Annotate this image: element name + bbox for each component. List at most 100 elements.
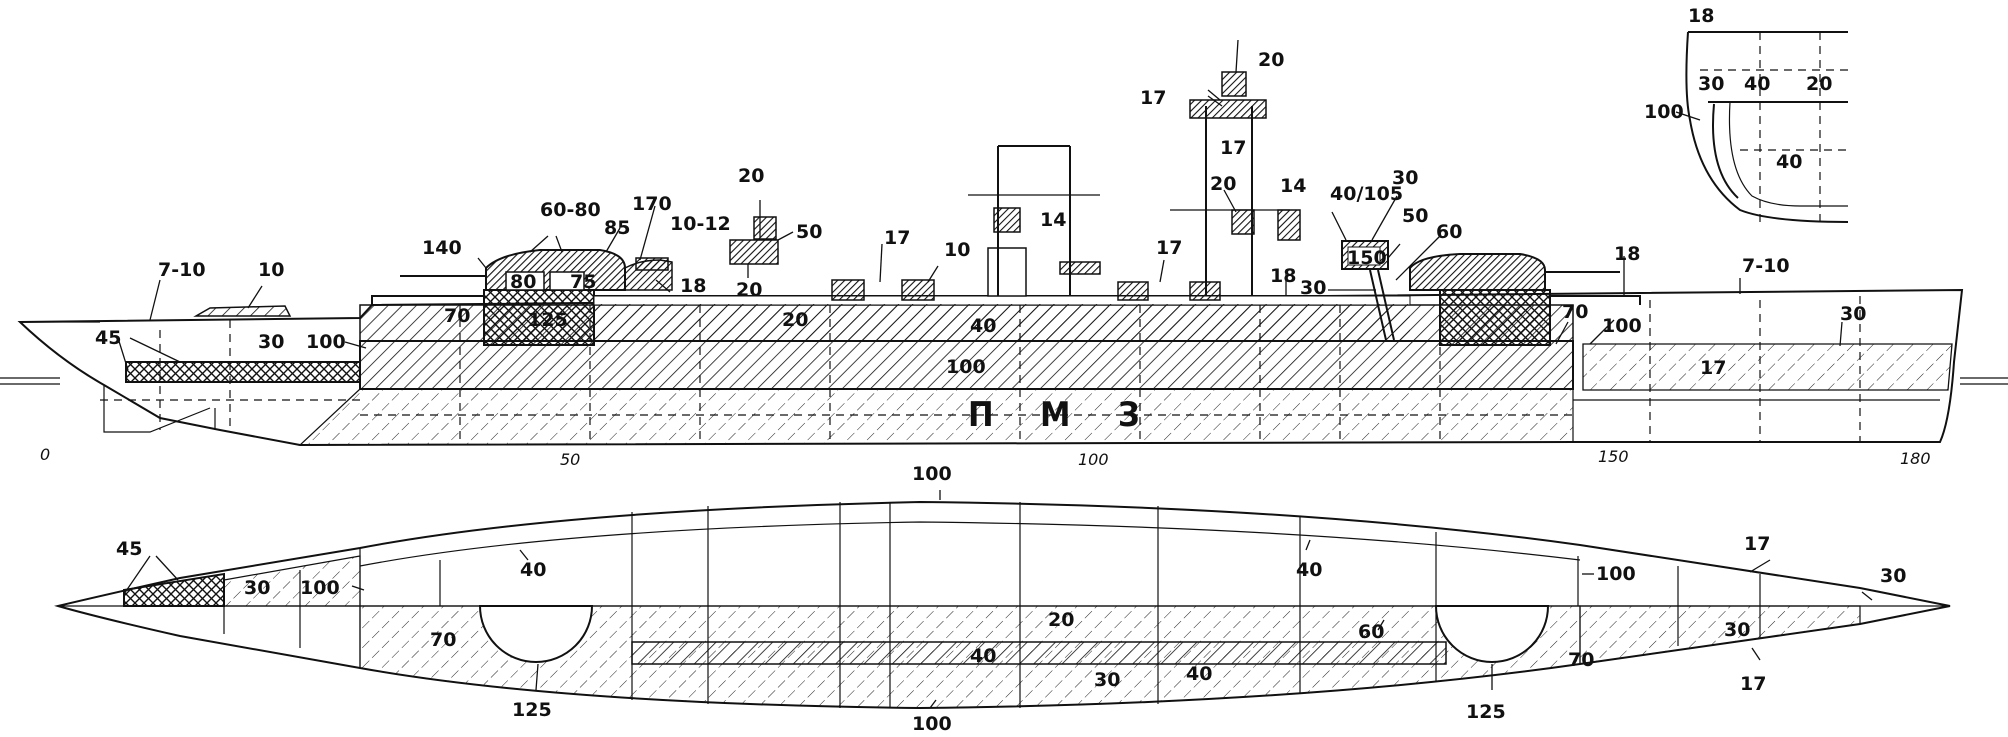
label-director-base: 20 [736, 279, 762, 301]
plan-label-aft-barbette: 125 [1466, 701, 1506, 723]
section-outline [1685, 31, 1849, 223]
plan-label-fwd-barbette-deck: 70 [430, 629, 456, 651]
barbette-forward [483, 289, 595, 346]
label-casemate-deck: 18 [680, 275, 706, 297]
plan-barbette-forward [478, 605, 594, 663]
label-stern-deck: 7-10 [1742, 255, 1790, 277]
label-turret-a-tag: 140 [422, 237, 462, 259]
plan-label-stern-deck: 30 [1724, 619, 1750, 641]
gun-shield-mid [1059, 261, 1101, 275]
section-belt [1712, 103, 1739, 199]
label-aft-tower-roof: 40/105 [1330, 183, 1403, 205]
plan-inner-verticals [439, 556, 1579, 606]
plan-label-stern-side-top: 17 [1744, 533, 1770, 555]
label-gun-shield-b: 10 [944, 239, 970, 261]
hull-marking-m: М [1040, 395, 1070, 435]
label-aft-tower-top: 30 [1392, 167, 1418, 189]
deck-40-zone [594, 304, 1410, 341]
section-label-top-deck: 18 [1688, 5, 1714, 27]
funnel-trunk [997, 145, 1071, 296]
label-aft-turret-deck: 18 [1614, 243, 1640, 265]
section-label-deck-c: 20 [1806, 73, 1832, 95]
plan-label-aft-bulkhead: 100 [1596, 563, 1636, 585]
label-fwd-bulkhead: 100 [306, 331, 346, 353]
plan-leaders [123, 490, 1873, 709]
label-mast-lower: 17 [1220, 137, 1246, 159]
label-turret-a-side: 80 [510, 271, 536, 293]
label-director-top: 20 [738, 165, 764, 187]
plan-label-bow-cap: 45 [116, 538, 142, 560]
label-funnel: 14 [1040, 209, 1066, 231]
plan-centre-strip [631, 641, 1447, 665]
label-mast-top: 20 [1258, 49, 1284, 71]
label-director-side: 50 [796, 221, 822, 243]
label-aft-tower-deck: 30 [1300, 277, 1326, 299]
bow-belt [125, 361, 361, 383]
mast-lower-box [1231, 209, 1255, 235]
label-deck-fwd: 20 [782, 309, 808, 331]
mast-top [1221, 71, 1247, 97]
frame-lines [159, 296, 1861, 445]
turret-forward-port-a [505, 271, 545, 291]
stern-belt [1582, 343, 1953, 391]
gun-shield-17a [831, 279, 865, 301]
plan-label-lower-deck: 30 [1094, 669, 1120, 691]
label-turret-a-roof: 60-80 [540, 199, 601, 221]
plan-inner-line [359, 521, 1581, 567]
label-aft-tower: 150 [1347, 247, 1387, 269]
label-conning-tower: 170 [632, 193, 672, 215]
plan-label-fwd-barbette: 125 [512, 699, 552, 721]
section-view: 18 30 40 20 100 40 [1644, 5, 1849, 223]
plan-barbette-aft [1434, 605, 1550, 663]
label-mast-mid: 20 [1210, 173, 1236, 195]
plan-frames [60, 502, 1950, 708]
plan-stern-deck [1579, 605, 1861, 665]
scale-tick-150: 150 [1598, 447, 1629, 466]
scale-tick-50: 50 [560, 450, 580, 469]
plan-label-deck-aft: 40 [1296, 559, 1322, 581]
label-main-belt: 100 [946, 356, 986, 378]
plan-label-keel-deck: 40 [1186, 663, 1212, 685]
label-gun-shield-a: 17 [884, 227, 910, 249]
turret-forward-port-b [549, 271, 585, 291]
label-bow-belt: 45 [95, 327, 121, 349]
label-aft-bulkhead: 100 [1602, 315, 1642, 337]
plan-label-fwd-bulkhead: 100 [300, 577, 340, 599]
aft-tower-window [1347, 246, 1381, 266]
turret-aft [1409, 253, 1546, 291]
hull-marking-p: П [968, 395, 994, 435]
label-aft-tower-side: 50 [1402, 205, 1428, 227]
scale-tick-180: 180 [1900, 449, 1931, 468]
bow-superstructure [193, 305, 292, 317]
section-dashes [1700, 32, 1848, 222]
gun-shield-10 [901, 279, 935, 301]
plan-label-aft-deck-60: 60 [1358, 621, 1384, 643]
plan-view: 100 45 30 100 40 40 70 125 20 40 30 40 6… [54, 463, 1951, 735]
label-aft-deck: 18 [1270, 265, 1296, 287]
hull-marking-z: З [1118, 395, 1140, 435]
lower-hull-armor [298, 388, 1574, 446]
section-label-deck-b: 40 [1744, 73, 1770, 95]
section-label-deck-a: 30 [1698, 73, 1724, 95]
label-barbette-a: 125 [528, 309, 568, 331]
scale-tick-100: 100 [1078, 450, 1109, 469]
mast-tower [1205, 106, 1253, 296]
mast-platform [1189, 99, 1267, 119]
label-barbette-upper: 70 [444, 305, 470, 327]
plan-label-aft-barbette-deck: 70 [1568, 649, 1594, 671]
plan-label-belt-top: 100 [912, 463, 952, 485]
forefoot [103, 385, 211, 433]
plan-label-stern-side-bottom: 17 [1740, 673, 1766, 695]
label-secondary-gun: 10-12 [670, 213, 731, 235]
label-mast-platform: 17 [1140, 87, 1166, 109]
plan-label-bow-deck: 30 [244, 577, 270, 599]
section-bulwark-leader [1675, 111, 1701, 121]
side-leaders [117, 39, 1843, 371]
scale-tick-0: 0 [40, 445, 50, 464]
side-view: 0 50 100 150 180 П М З [0, 39, 2008, 469]
section-label-bulwark: 100 [1644, 101, 1684, 123]
plan-label-inner-deck: 40 [970, 645, 996, 667]
plan-label-centre-deck: 20 [1048, 609, 1074, 631]
